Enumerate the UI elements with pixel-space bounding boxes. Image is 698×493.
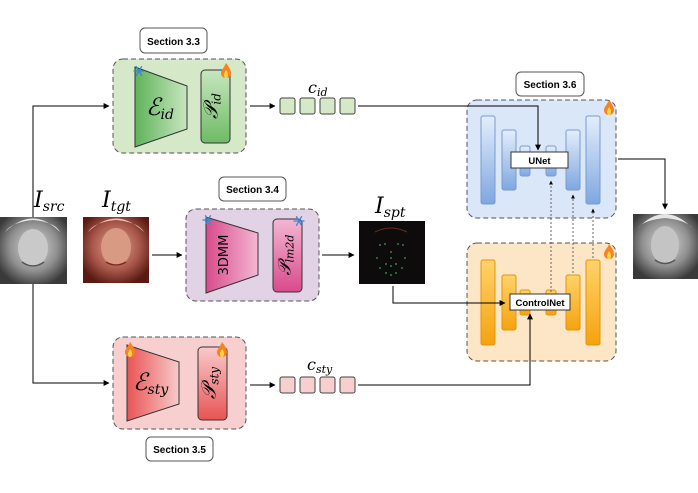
3dmm-label: 3DMM — [217, 235, 232, 276]
snowflake-icon — [202, 215, 214, 225]
flame-icon — [604, 100, 614, 115]
flame-icon — [125, 342, 135, 357]
c-sty-label: csty — [307, 355, 333, 376]
section-3-4-badge — [218, 176, 287, 202]
section-3-6-badge — [515, 71, 585, 97]
flame-icon — [217, 342, 227, 357]
snowflake-icon — [293, 216, 305, 226]
style-projector — [197, 346, 228, 421]
style-tokens — [279, 376, 356, 394]
i-src-label: Isrc — [33, 188, 65, 215]
e-sty-label: ℰsty — [133, 368, 169, 398]
section-3-4-label: Section 3.4 — [226, 185, 279, 196]
snowflake-icon — [133, 66, 145, 76]
e-id-label: ℰid — [146, 93, 174, 123]
c-id-label: cid — [308, 78, 328, 99]
target-image — [83, 217, 149, 283]
i-spt-label: Ispt — [374, 194, 406, 221]
flame-icon — [604, 244, 614, 259]
style-encoder — [126, 344, 180, 422]
identity-encoder — [134, 66, 188, 148]
section-3-3-badge — [139, 27, 208, 54]
identity-projector — [200, 69, 231, 144]
i-tgt-label: Itgt — [101, 188, 131, 215]
controlnet-label: ControlNet — [515, 298, 565, 309]
unet-label: UNet — [528, 156, 551, 167]
landmark-projector — [272, 218, 303, 293]
identity-tokens — [279, 97, 356, 115]
source-image — [0, 217, 67, 284]
skip-connections — [549, 180, 595, 292]
output-image — [633, 214, 698, 279]
section-3-6-label: Section 3.6 — [524, 80, 577, 91]
connector-arrows — [32, 103, 668, 388]
sparse-landmark-image — [359, 221, 425, 284]
3dmm-encoder — [205, 216, 259, 294]
unet-box — [510, 151, 569, 169]
section-3-3-label: Section 3.3 — [147, 37, 200, 48]
section-3-5-label: Section 3.5 — [153, 445, 206, 456]
controlnet-box — [509, 293, 571, 311]
section-3-5-badge — [145, 436, 214, 462]
flame-icon — [221, 63, 231, 78]
